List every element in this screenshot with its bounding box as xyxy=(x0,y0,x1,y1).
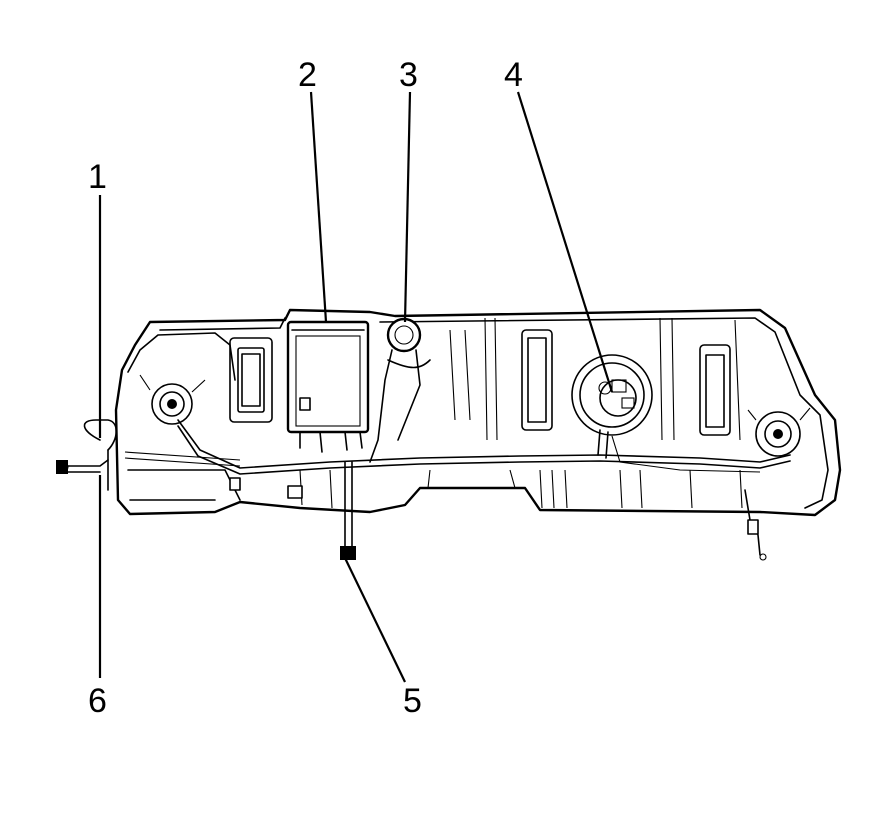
filler-neck xyxy=(369,317,431,463)
callout-labels: 1 2 3 4 5 6 xyxy=(88,56,523,720)
fuel-pump-module xyxy=(571,354,653,459)
leader-2 xyxy=(309,91,328,323)
left-mount-boss xyxy=(139,374,206,425)
leader-lines xyxy=(98,91,614,683)
left-connector xyxy=(56,419,118,491)
fuel-tank xyxy=(56,308,842,561)
callout-3: 3 xyxy=(399,56,418,94)
leader-4 xyxy=(516,91,614,393)
vent-tube xyxy=(340,461,356,560)
callout-6: 6 xyxy=(88,682,107,720)
callout-2: 2 xyxy=(298,56,317,94)
right-mount-boss xyxy=(747,407,811,457)
leader-3 xyxy=(403,91,412,323)
callout-5: 5 xyxy=(403,682,422,720)
callout-1: 1 xyxy=(88,158,107,196)
evap-canister xyxy=(286,320,370,453)
callout-4: 4 xyxy=(504,56,523,94)
leader-5 xyxy=(344,557,406,683)
